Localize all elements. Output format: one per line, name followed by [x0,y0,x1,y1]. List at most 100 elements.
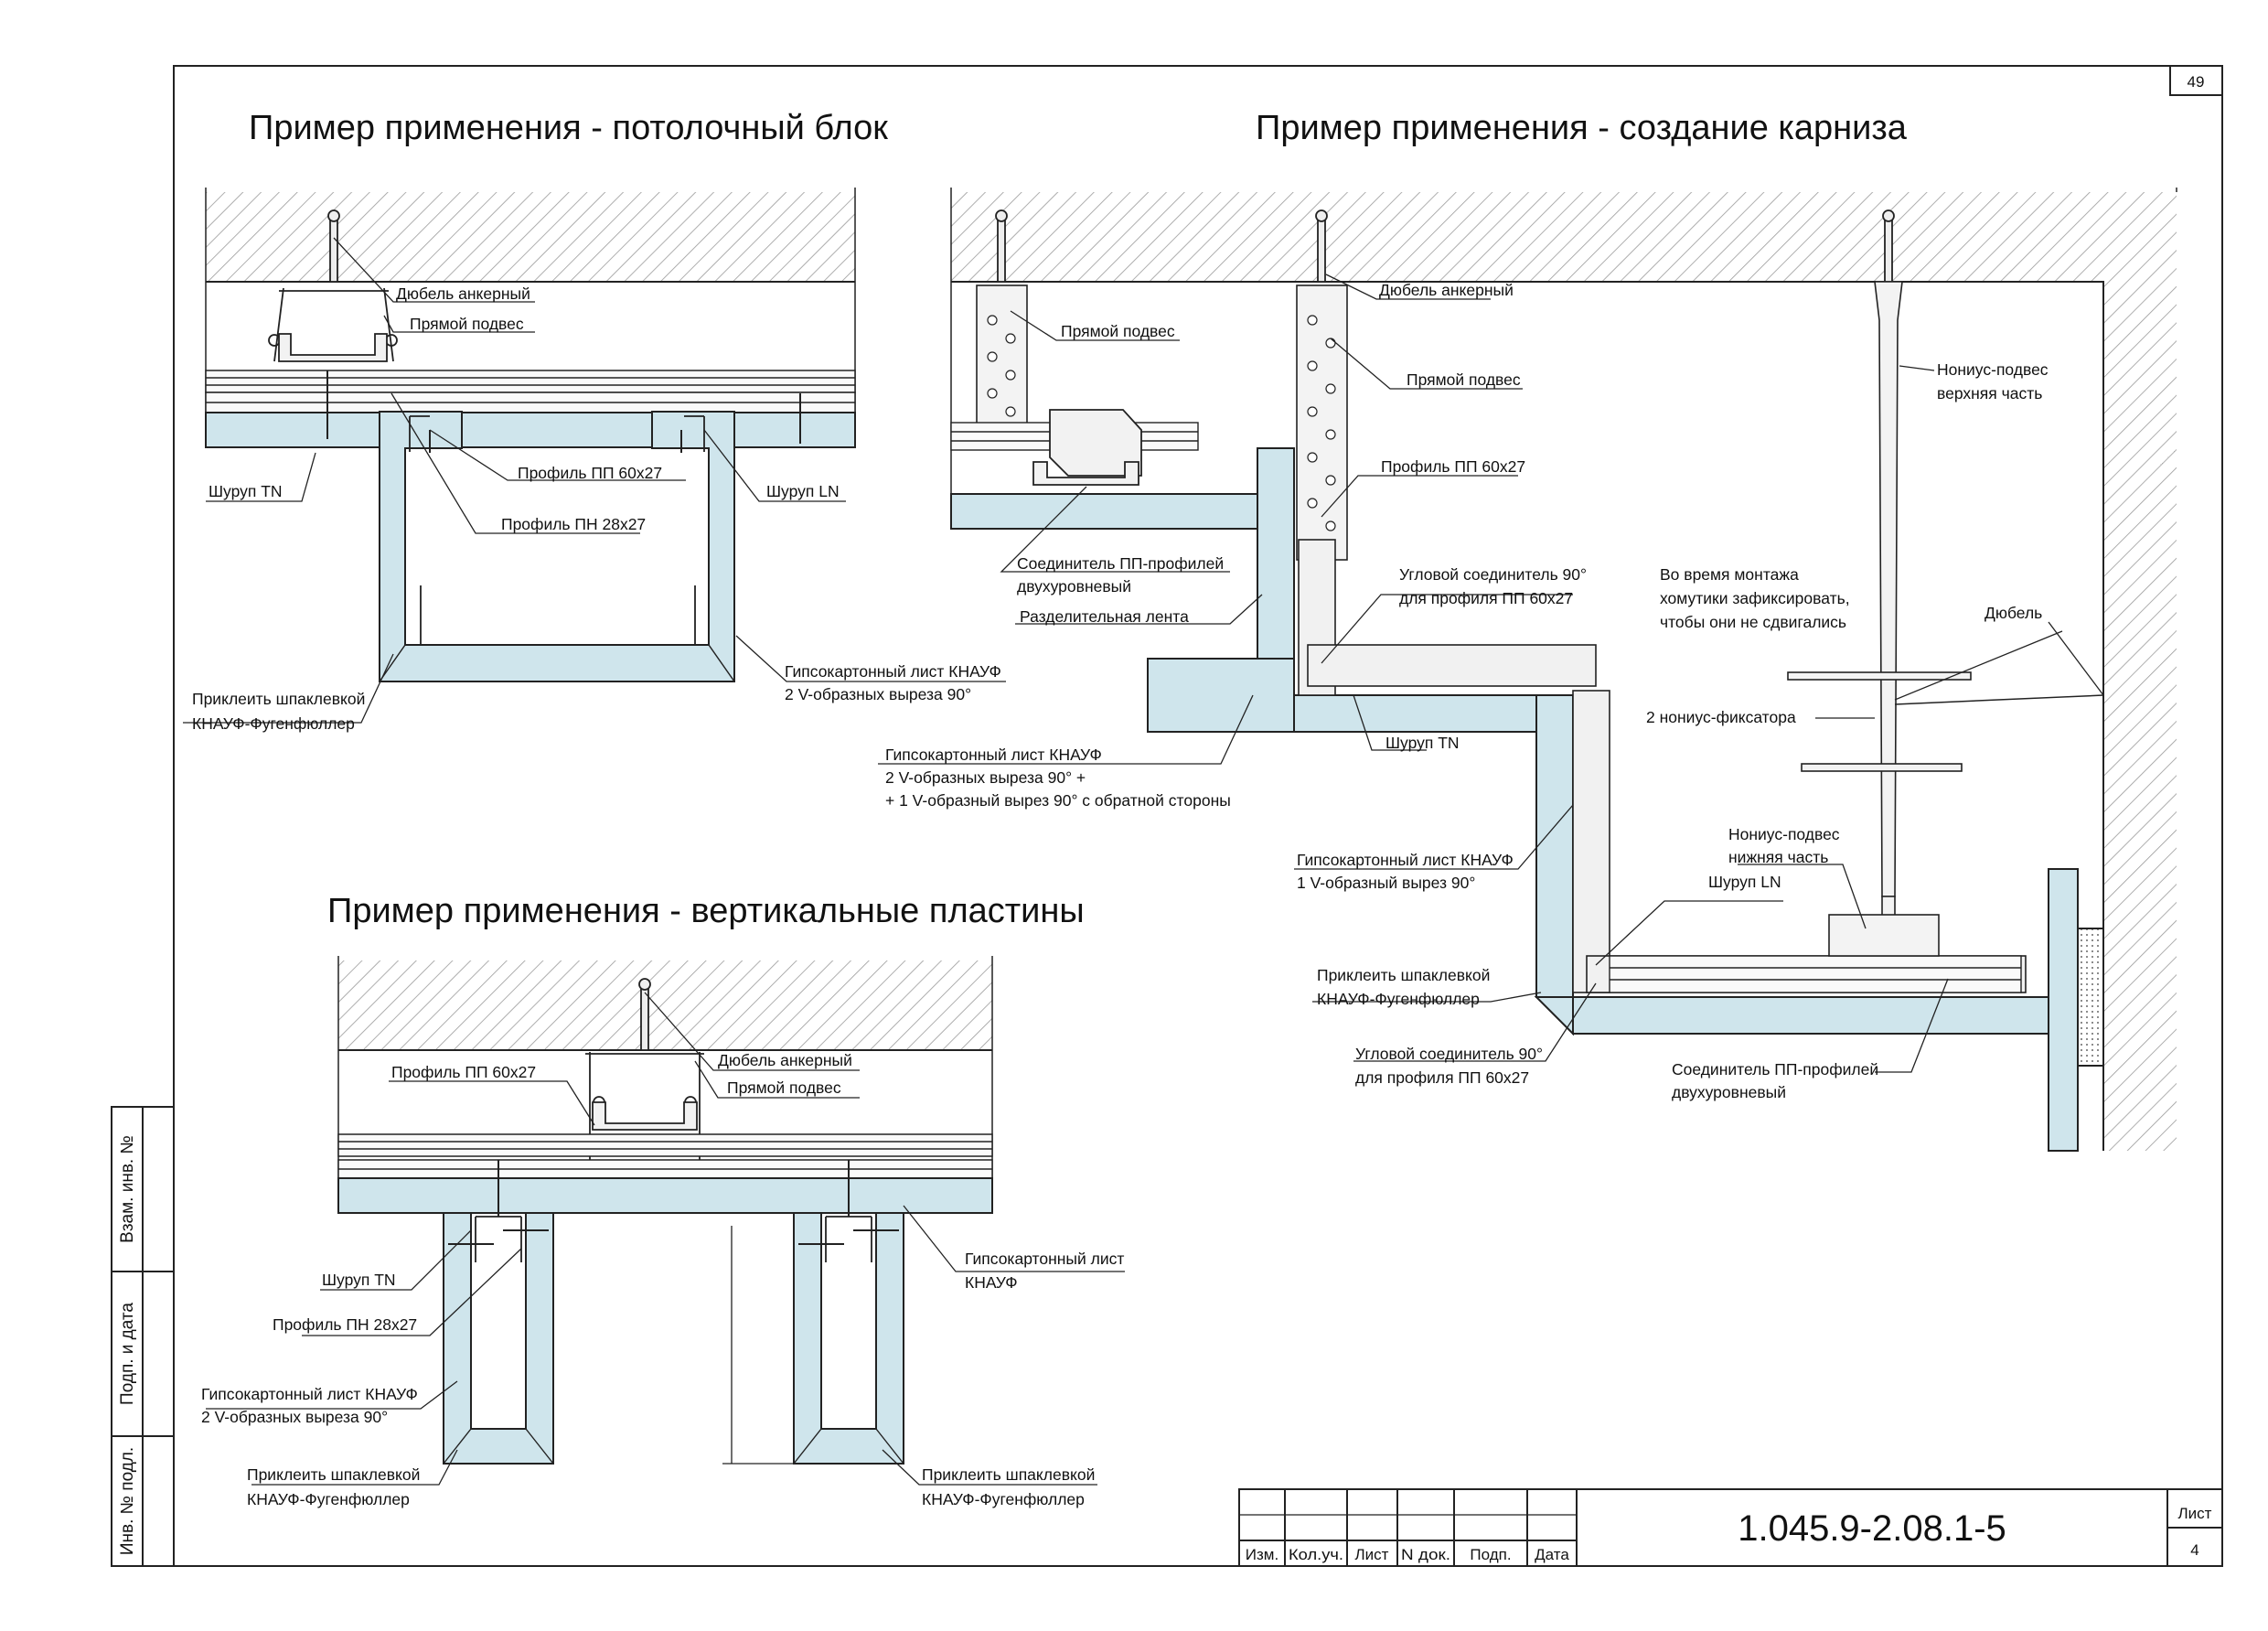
label-vertical-glue-l2: КНАУФ-Фугенфюллер [247,1490,410,1508]
label-cornice-corner-b2: для профиля ПП 60x27 [1355,1068,1529,1087]
stamp-col-count: Кол.уч. [1289,1546,1343,1563]
ceiling-block-diagram: Пример применения - потолочный блок [183,109,1006,733]
label-cornice-corner-b1: Угловой соединитель 90° [1355,1045,1543,1063]
label-profile-pn: Профиль ПН 28x27 [501,515,646,533]
tension-wire [1894,694,2104,705]
label-sheet-2: 2 V-образных выреза 90° [785,685,971,703]
ceiling-block-title: Пример применения - потолочный блок [249,109,888,147]
profile-rails [205,370,856,413]
label-dowel: Дюбель анкерный [396,284,530,303]
side-label-inventory: Инв. № подл. [118,1447,137,1555]
sheet-frame [111,65,2223,1567]
cornice-ceiling-slab [951,192,2177,282]
label-cornice-connector-b1: Соединитель ПП-профилей [1672,1060,1878,1078]
vertical-ceiling-board [337,1177,993,1214]
label-cornice-sheet-b1: Гипсокартонный лист КНАУФ [1297,851,1514,869]
label-cornice-montage-1: Во время монтажа [1660,565,1799,584]
label-screw-ln: Шуруп LN [766,482,840,500]
anchor-dowel [327,209,340,283]
label-glue-2: КНАУФ-Фугенфюллер [192,714,355,733]
label-sheet-1: Гипсокартонный лист КНАУФ [785,662,1001,681]
cornice-title: Пример применения - создание карниза [1256,109,1908,147]
title-block-columns: Изм. Кол.уч. Лист N док. Подп. Дата [1246,1546,1570,1563]
ceiling-slab [206,192,855,282]
sheet-number: 4 [2190,1541,2198,1559]
label-cornice-fixators: 2 нониус-фиксатора [1646,708,1796,726]
cornice-hangers [976,284,1348,561]
label-cornice-hanger-2: Прямой подвес [1407,370,1521,389]
vertical-dowel [638,978,651,1051]
cornice-diagram: Пример применения - создание карниза [878,109,2177,1152]
label-cornice-glue-2: КНАУФ-Фугенфюллер [1317,990,1480,1008]
label-vertical-hanger: Прямой подвес [727,1078,841,1097]
side-label-replacement: Взам. инв. № [118,1135,137,1243]
label-cornice-corner-2: для профиля ПП 60x27 [1399,589,1573,607]
sheet-label: Лист [2178,1505,2212,1522]
stamp-col-sign: Подп. [1470,1546,1511,1563]
label-glue-1: Приклеить шпаклевкой [192,690,365,708]
vertical-plates-diagram: Пример применения - вертикальные пластин… [201,892,1125,1508]
side-labels: Взам. инв. № Подп. и дата Инв. № подл. [118,1135,137,1555]
stamp-col-doc: N док. [1401,1546,1450,1563]
label-cornice-tape: Разделительная лента [1020,607,1189,626]
ceiling-block-leaders [183,237,1006,724]
screws [326,370,801,453]
cornice-step-board [1147,447,2049,1036]
vertical-pp-profile [592,1101,698,1131]
stamp-col-sheet: Лист [1355,1546,1389,1563]
title-block [1238,1488,2223,1567]
two-level-connector [1032,409,1142,486]
label-vertical-sheet-r2: КНАУФ [965,1273,1018,1292]
label-vertical-dowel: Дюбель анкерный [718,1051,852,1069]
label-cornice-sheet-b2: 1 V-образный вырез 90° [1297,874,1475,892]
label-hanger: Прямой подвес [410,315,524,333]
label-cornice-sheet-a3: + 1 V-образный вырез 90° с обратной стор… [885,791,1231,810]
label-cornice-glue-1: Приклеить шпаклевкой [1317,966,1490,984]
page-number: 49 [2188,73,2205,91]
label-cornice-screw-tn: Шуруп TN [1385,734,1460,752]
lower-rails [1609,955,2022,993]
nonius-hanger [1787,281,1972,957]
label-cornice-screw-ln: Шуруп LN [1708,873,1781,891]
cornice-leaders [878,274,2104,1073]
label-vertical-sheet-l2: 2 V-образных выреза 90° [201,1408,388,1426]
stamp-col-change: Изм. [1246,1546,1278,1563]
label-cornice-connector-2: двухуровневый [1017,577,1131,596]
label-cornice-nonius-top-2: верхняя часть [1937,384,2042,402]
label-cornice-nonius-bottom-1: Нониус-подвес [1728,825,1840,843]
label-cornice-connector-1: Соединитель ПП-профилей [1017,554,1224,573]
pn-profiles [409,415,705,645]
label-cornice-hanger: Прямой подвес [1061,322,1175,340]
ceiling-board [205,412,856,448]
side-label-signature: Подп. и дата [118,1303,137,1405]
edge-board [2048,868,2104,1152]
stamp-col-date: Дата [1535,1546,1569,1563]
label-vertical-profile-pn: Профиль ПН 28x27 [273,1315,417,1334]
label-cornice-montage-2: хомутики зафиксировать, [1660,589,1850,607]
dimension-marker [722,1226,794,1465]
label-cornice-dowel: Дюбель [1984,604,2042,622]
label-cornice-nonius-top-1: Нониус-подвес [1937,360,2049,379]
document-code: 1.045.9-2.08.1-5 [1738,1508,2006,1549]
label-vertical-profile-pp: Профиль ПП 60x27 [391,1063,536,1081]
label-cornice-nonius-bottom-2: нижняя часть [1728,848,1828,866]
label-vertical-screw-tn: Шуруп TN [322,1271,396,1289]
cornice-wall [2103,282,2177,1151]
label-cornice-sheet-a2: 2 V-образных выреза 90° + [885,768,1086,787]
label-cornice-montage-3: чтобы они не сдвигались [1660,613,1846,631]
vertical-screws [448,1160,899,1245]
label-cornice-dowel-anchor: Дюбель анкерный [1379,281,1514,299]
label-cornice-profile-pp: Профиль ПП 60x27 [1381,457,1525,476]
pp-profile [278,333,388,362]
label-vertical-sheet-r1: Гипсокартонный лист [965,1250,1124,1268]
label-vertical-sheet-l1: Гипсокартонный лист КНАУФ [201,1385,418,1403]
vertical-ceiling-slab [338,960,992,1050]
label-profile-pp: Профиль ПП 60x27 [518,464,662,482]
vertical-title: Пример применения - вертикальные пластин… [327,892,1085,930]
upper-board [950,493,1258,530]
label-vertical-glue-l1: Приклеить шпаклевкой [247,1465,420,1484]
vertical-plate-right [793,1212,904,1465]
label-vertical-glue-r2: КНАУФ-Фугенфюллер [922,1490,1085,1508]
label-screw-tn: Шуруп TN [209,482,283,500]
